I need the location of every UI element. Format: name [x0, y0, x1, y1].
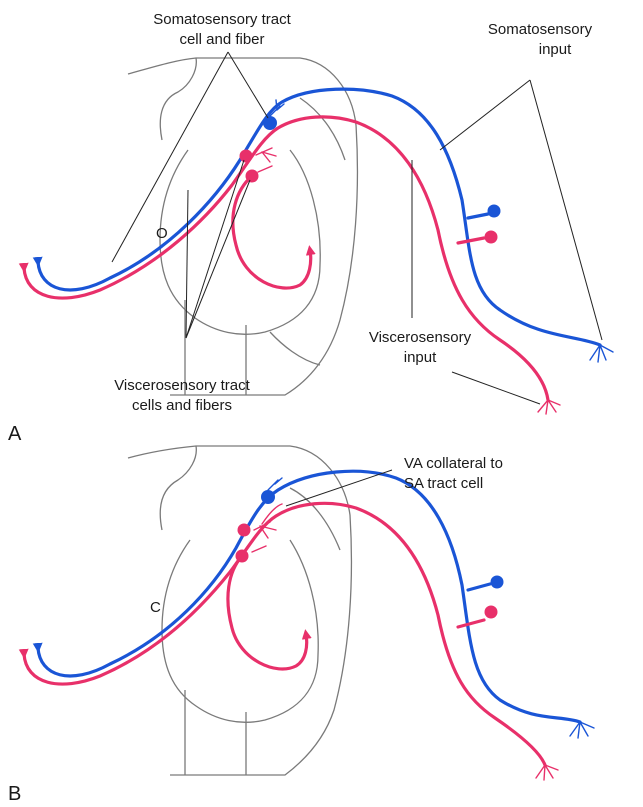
viscerosensory-input-label-line2: input [404, 349, 437, 366]
panel-letter-a: A [8, 423, 22, 445]
viscerosensory-ganglion-cell-a [485, 231, 498, 244]
viscerosensory-input-label-line1: Viscerosensory [369, 329, 472, 346]
somatosensory-ganglion-stem-a [468, 214, 488, 218]
viscerosensory-receptor-a [538, 400, 560, 414]
leader-lines-b [286, 470, 392, 506]
panel-a: O [8, 11, 613, 445]
somatosensory-tract-label-line2: cell and fiber [179, 31, 264, 48]
viscerosensory-tract-label-line1: Viscerosensory tract [114, 377, 250, 394]
somatosensory-tract-cell-b [261, 490, 275, 504]
viscerosensory-tract-cell-a1 [240, 150, 253, 163]
somatosensory-ganglion-cell-b [491, 576, 504, 589]
viscerosensory-tract-label-line2: cells and fibers [132, 397, 232, 414]
somatosensory-receptor-a [590, 345, 613, 362]
viscerosensory-ganglion-cell-b [485, 606, 498, 619]
somatosensory-input-label-line2: input [539, 41, 572, 58]
viscerosensory-pathway-b [24, 503, 558, 780]
viscerosensory-fiber-a [24, 117, 548, 400]
somatosensory-tract-label-line1: Somatosensory tract [153, 11, 291, 28]
central-canal-label-b: C [150, 599, 161, 616]
viscerosensory-ganglion-stem-a [458, 238, 484, 243]
somatosensory-pathway-b [38, 471, 594, 738]
panel-b: C VA collateral to SA tract cell B [8, 446, 594, 805]
somatosensory-pathway-a [38, 89, 613, 362]
viscerosensory-fiber-b [24, 503, 545, 765]
viscerosensory-receptor-b [536, 765, 558, 780]
viscerosensory-pathway-a [24, 117, 560, 414]
viscerosensory-collateral-b [228, 556, 307, 669]
somatosensory-input-label-line1: Somatosensory [488, 21, 593, 38]
va-collateral-label-line2: SA tract cell [404, 475, 483, 492]
viscerosensory-ganglion-stem-b [458, 620, 484, 627]
somatosensory-fiber-a [38, 89, 600, 345]
panel-letter-b: B [8, 783, 21, 805]
central-canal-label-a: O [156, 225, 168, 242]
somatosensory-tract-cell-a [263, 116, 277, 130]
viscerosensory-tract-cell-b1 [238, 524, 251, 537]
somatosensory-receptor-b [570, 722, 594, 738]
somatosensory-ganglion-stem-b [468, 584, 490, 590]
somatosensory-ganglion-cell-a [488, 205, 501, 218]
viscerosensory-terminals-a [256, 148, 276, 172]
va-collateral-label-line1: VA collateral to [404, 455, 503, 472]
somatosensory-fiber-b [38, 471, 580, 722]
